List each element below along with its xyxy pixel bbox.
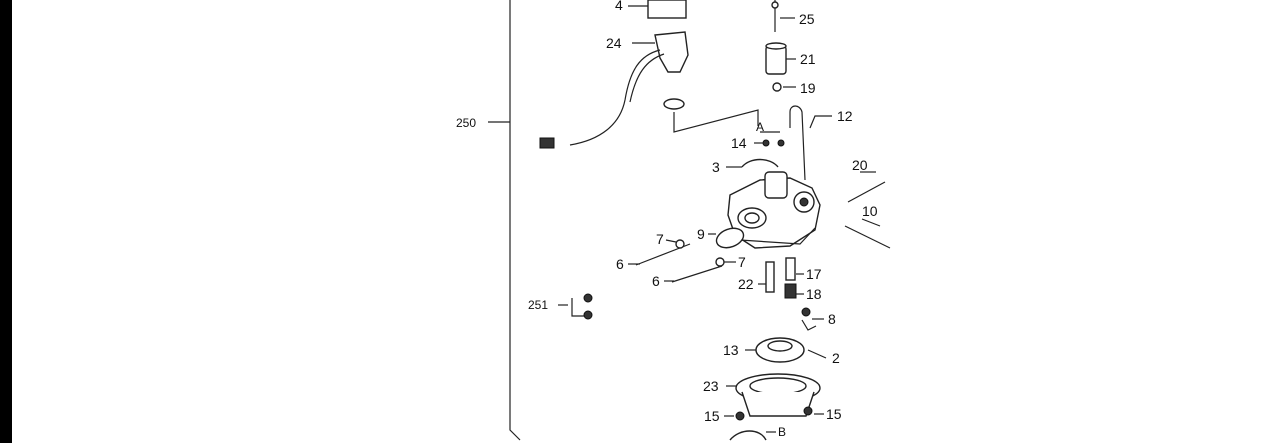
label-20: 20	[852, 157, 868, 173]
label-13: 13	[723, 342, 739, 358]
label-15-right: 15	[826, 406, 842, 422]
part-6-7-upper	[628, 239, 691, 266]
part-251-fitting	[558, 293, 593, 320]
label-6-upper: 6	[616, 256, 624, 272]
label-21: 21	[800, 51, 816, 67]
label-18: 18	[806, 286, 822, 302]
label-19: 19	[800, 80, 816, 96]
part-19-clip	[772, 82, 796, 92]
label-6-lower: 6	[652, 273, 660, 289]
part-8-float-pin	[801, 307, 824, 331]
carburetor-body	[727, 171, 821, 249]
part-3-gasket	[726, 158, 779, 168]
label-15-left: 15	[704, 408, 720, 424]
label-10: 10	[862, 203, 878, 219]
label-23: 23	[703, 378, 719, 394]
part-20-screw	[847, 171, 886, 203]
label-12: 12	[837, 108, 853, 124]
left-border	[0, 0, 12, 443]
label-9: 9	[697, 226, 705, 242]
label-A: A	[756, 120, 764, 134]
label-7-lower: 7	[738, 254, 746, 270]
part-4-choke-cover	[628, 0, 687, 19]
part-13-float	[745, 337, 805, 363]
label-4: 4	[615, 0, 623, 13]
label-250: 250	[456, 116, 476, 130]
label-2: 2	[832, 350, 840, 366]
part-25-needle	[771, 0, 795, 32]
label-17: 17	[806, 266, 822, 282]
part-23-float-bowl	[726, 373, 821, 417]
label-22: 22	[738, 276, 754, 292]
part-21-piston	[765, 42, 796, 75]
part-6-7-lower	[664, 257, 736, 283]
part-9-gasket	[708, 227, 745, 249]
part-2-clip	[807, 349, 827, 359]
label-B: B	[778, 425, 786, 439]
part-15-screws	[724, 406, 824, 421]
assembly-bracket	[509, 0, 521, 441]
label-8: 8	[828, 311, 836, 327]
part-10-screw	[844, 218, 891, 249]
part-12-hose	[789, 105, 832, 181]
label-14: 14	[731, 135, 747, 151]
part-24-auto-choke	[539, 31, 689, 149]
part-b-drain	[729, 430, 776, 441]
label-24: 24	[606, 35, 622, 51]
label-3: 3	[712, 159, 720, 175]
part-22-jet	[758, 261, 775, 293]
label-7-upper: 7	[656, 231, 664, 247]
part-14-screws	[754, 139, 785, 147]
label-25: 25	[799, 11, 815, 27]
label-251: 251	[528, 298, 548, 312]
part-17-18-jets	[784, 257, 804, 299]
dashed-link	[673, 109, 759, 133]
o-ring	[663, 98, 685, 110]
